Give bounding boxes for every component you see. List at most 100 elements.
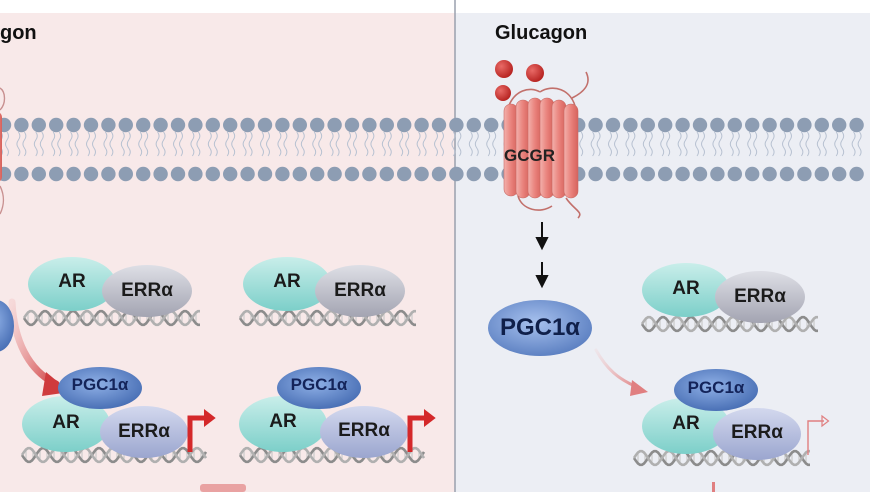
ar-label: AR bbox=[672, 413, 700, 434]
lipid-tails bbox=[190, 131, 201, 157]
ar-label: AR bbox=[52, 412, 80, 433]
lipid-head bbox=[153, 166, 168, 182]
lipid-tails bbox=[86, 131, 96, 157]
lipid-tails bbox=[764, 131, 775, 157]
lipid-head bbox=[292, 166, 307, 182]
lipid-head bbox=[779, 166, 795, 182]
erra-protein bbox=[315, 265, 405, 317]
lipid-tails bbox=[677, 131, 688, 157]
pgc1a-coactivator bbox=[488, 300, 592, 356]
lipid-head bbox=[223, 166, 238, 182]
lipid-tails bbox=[277, 131, 288, 157]
lipid-head bbox=[849, 117, 864, 133]
lipid-head bbox=[170, 166, 186, 182]
lipid-tails bbox=[138, 131, 149, 157]
lipid-head bbox=[101, 166, 116, 182]
lipid-tails bbox=[416, 131, 427, 157]
glucagon-molecule bbox=[526, 64, 544, 82]
lipid-head bbox=[814, 117, 829, 133]
lipid-head bbox=[623, 117, 638, 133]
lipid-head bbox=[449, 117, 464, 133]
lipid-tails bbox=[851, 131, 862, 157]
ar-protein bbox=[22, 396, 110, 452]
lipid-head bbox=[727, 166, 742, 182]
lipid-head bbox=[797, 166, 812, 182]
lipid-head bbox=[623, 166, 638, 182]
transcription-start-arrow bbox=[807, 414, 830, 455]
top-strip bbox=[0, 0, 870, 13]
lipid-head bbox=[14, 117, 29, 133]
gcgr-label: GCGR bbox=[504, 146, 555, 165]
lipid-tails bbox=[381, 131, 392, 157]
lipid-head bbox=[188, 166, 203, 182]
glucagon-molecule bbox=[495, 60, 513, 78]
lipid-tails bbox=[120, 131, 131, 157]
lipid-head bbox=[484, 166, 499, 182]
lipid-head bbox=[205, 117, 220, 133]
err-label: ERRα bbox=[334, 280, 386, 301]
lipid-head bbox=[414, 166, 429, 182]
lipid-head bbox=[310, 117, 325, 133]
lipid-head bbox=[310, 166, 325, 182]
lipid-head bbox=[814, 166, 829, 182]
lipid-tails bbox=[660, 131, 671, 157]
lipid-head bbox=[170, 117, 186, 133]
pgc1a-protein-fragment bbox=[0, 300, 14, 352]
lipid-tails bbox=[155, 131, 166, 157]
lipid-head bbox=[414, 117, 429, 133]
lipid-head bbox=[240, 166, 255, 182]
lipid-head bbox=[0, 117, 12, 133]
lipid-head bbox=[379, 117, 394, 133]
erra-protein bbox=[320, 406, 408, 458]
lipid-head bbox=[466, 117, 481, 133]
lipid-head bbox=[658, 117, 673, 133]
transcription-start-arrow bbox=[187, 409, 216, 452]
lipid-head bbox=[0, 166, 12, 182]
ar-protein bbox=[239, 396, 327, 452]
lipid-head bbox=[362, 166, 377, 182]
partial-shape bbox=[712, 482, 715, 492]
lipid-tails bbox=[712, 131, 723, 157]
lipid-head bbox=[797, 117, 812, 133]
lipid-tails bbox=[0, 131, 9, 157]
lipid-tails bbox=[590, 131, 601, 157]
lipid-head bbox=[379, 166, 394, 182]
ar-label: AR bbox=[672, 278, 700, 299]
lipid-tails bbox=[747, 131, 758, 157]
lipid-head bbox=[397, 117, 412, 133]
lipid-tails bbox=[242, 131, 253, 157]
lipid-head bbox=[118, 117, 133, 133]
lipid-head bbox=[710, 166, 725, 182]
lipid-tails bbox=[364, 131, 375, 157]
lipid-tails bbox=[468, 131, 479, 157]
right-panel-title: Glucagon bbox=[495, 22, 588, 44]
lipid-tails bbox=[486, 131, 497, 157]
lipid-tails bbox=[347, 131, 357, 157]
erra-protein bbox=[715, 271, 805, 323]
lipid-head bbox=[397, 166, 412, 182]
lipid-tails bbox=[294, 131, 305, 157]
erra-protein bbox=[713, 408, 801, 460]
lipid-tails bbox=[312, 131, 323, 157]
err-label: ERRα bbox=[118, 421, 170, 442]
pgc1a-label: PGC1α bbox=[71, 375, 129, 394]
lipid-head bbox=[31, 117, 46, 133]
lipid-tails bbox=[16, 131, 27, 157]
lipid-head bbox=[136, 117, 151, 133]
lipid-tails bbox=[207, 131, 218, 157]
partial-shape bbox=[200, 484, 246, 492]
ar-label: AR bbox=[58, 271, 86, 292]
lipid-tails bbox=[608, 131, 618, 157]
lipid-head bbox=[640, 166, 655, 182]
lipid-head bbox=[31, 166, 46, 182]
lipid-head bbox=[66, 117, 81, 133]
lipid-head bbox=[49, 117, 64, 133]
activation-arrow-right bbox=[594, 348, 648, 396]
pgc1a-protein bbox=[674, 369, 758, 411]
lipid-head bbox=[275, 117, 290, 133]
err-label: ERRα bbox=[731, 422, 783, 443]
lipid-head bbox=[832, 117, 847, 133]
lipid-head bbox=[188, 117, 203, 133]
lipid-head bbox=[118, 166, 133, 182]
ar-protein bbox=[243, 257, 331, 311]
